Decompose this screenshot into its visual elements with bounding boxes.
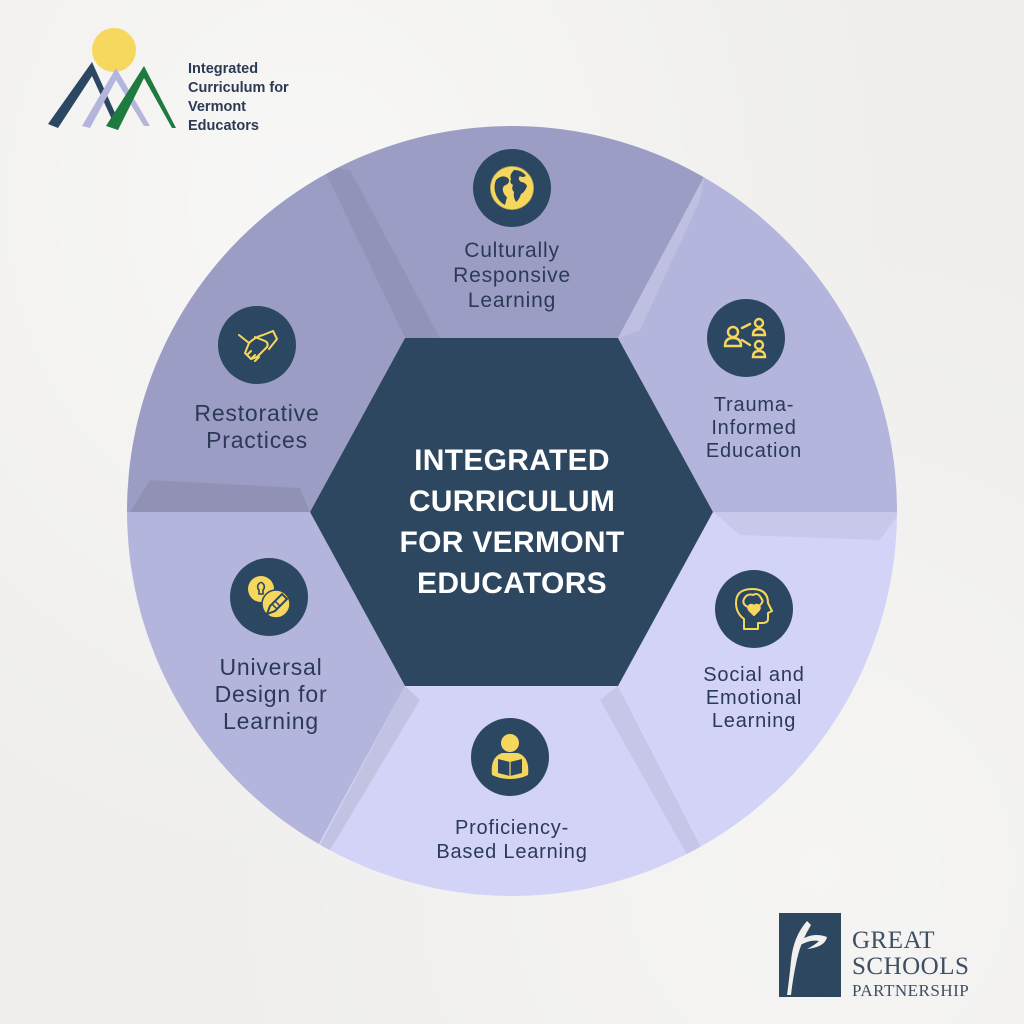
- label-line: Responsive: [453, 264, 571, 287]
- center-title-line: FOR VERMONT: [399, 526, 625, 559]
- center-title-line: INTEGRATED: [414, 444, 610, 477]
- center-title-line: EDUCATORS: [417, 567, 607, 600]
- head-heart-icon: [715, 570, 793, 648]
- logo-line: Curriculum for: [188, 80, 289, 96]
- reader-icon: [471, 718, 549, 796]
- label-culturally-responsive: Culturally Responsive Learning: [453, 238, 571, 313]
- logo-line: Vermont: [188, 99, 247, 115]
- label-line: Education: [705, 440, 803, 462]
- center-hexagon: [310, 338, 713, 686]
- label-line: Design for: [214, 681, 328, 707]
- gsp-line: PARTNERSHIP: [852, 981, 970, 1000]
- icve-logo-text: Integrated Curriculum for Vermont Educat…: [188, 60, 289, 136]
- label-line: Practices: [206, 427, 308, 453]
- gsp-logo-text: GREAT SCHOOLS PARTNERSHIP: [852, 928, 969, 999]
- label-line: Culturally: [464, 239, 560, 262]
- label-line: Informed: [711, 417, 797, 439]
- label-line: Universal: [219, 654, 323, 680]
- label-social-emotional: Social and Emotional Learning: [703, 664, 804, 733]
- lightbulb-pencil-icon: [230, 558, 308, 636]
- label-line: Based Learning: [436, 841, 588, 863]
- label-trauma-informed: Trauma- Informed Education: [706, 394, 802, 463]
- label-universal-design: Universal Design for Learning: [215, 654, 328, 735]
- icve-logo-mark: [48, 28, 176, 130]
- label-line: Social and: [703, 664, 805, 686]
- label-line: Proficiency-: [454, 817, 570, 839]
- label-proficiency-based: Proficiency- Based Learning: [436, 816, 587, 864]
- label-line: Trauma-: [713, 394, 795, 416]
- gsp-logo-mark: [779, 913, 841, 997]
- logo-line: Integrated: [188, 61, 259, 77]
- gsp-line: SCHOOLS: [852, 953, 970, 980]
- label-line: Learning: [711, 710, 797, 732]
- label-restorative-practices: Restorative Practices: [194, 400, 319, 454]
- label-line: Emotional: [705, 687, 803, 709]
- gsp-line: GREAT: [852, 927, 936, 954]
- label-line: Learning: [467, 289, 557, 312]
- center-title: INTEGRATED CURRICULUM FOR VERMONT EDUCAT…: [400, 440, 625, 604]
- label-line: Restorative: [194, 400, 320, 426]
- handshake-icon: [218, 306, 296, 384]
- sun-icon: [92, 28, 136, 72]
- segment-proficiency-based: [310, 686, 710, 896]
- label-line: Learning: [223, 708, 319, 734]
- people-network-icon: [707, 299, 785, 377]
- globe-icon: [473, 149, 551, 227]
- logo-line: Educators: [188, 118, 259, 134]
- center-title-line: CURRICULUM: [408, 485, 616, 518]
